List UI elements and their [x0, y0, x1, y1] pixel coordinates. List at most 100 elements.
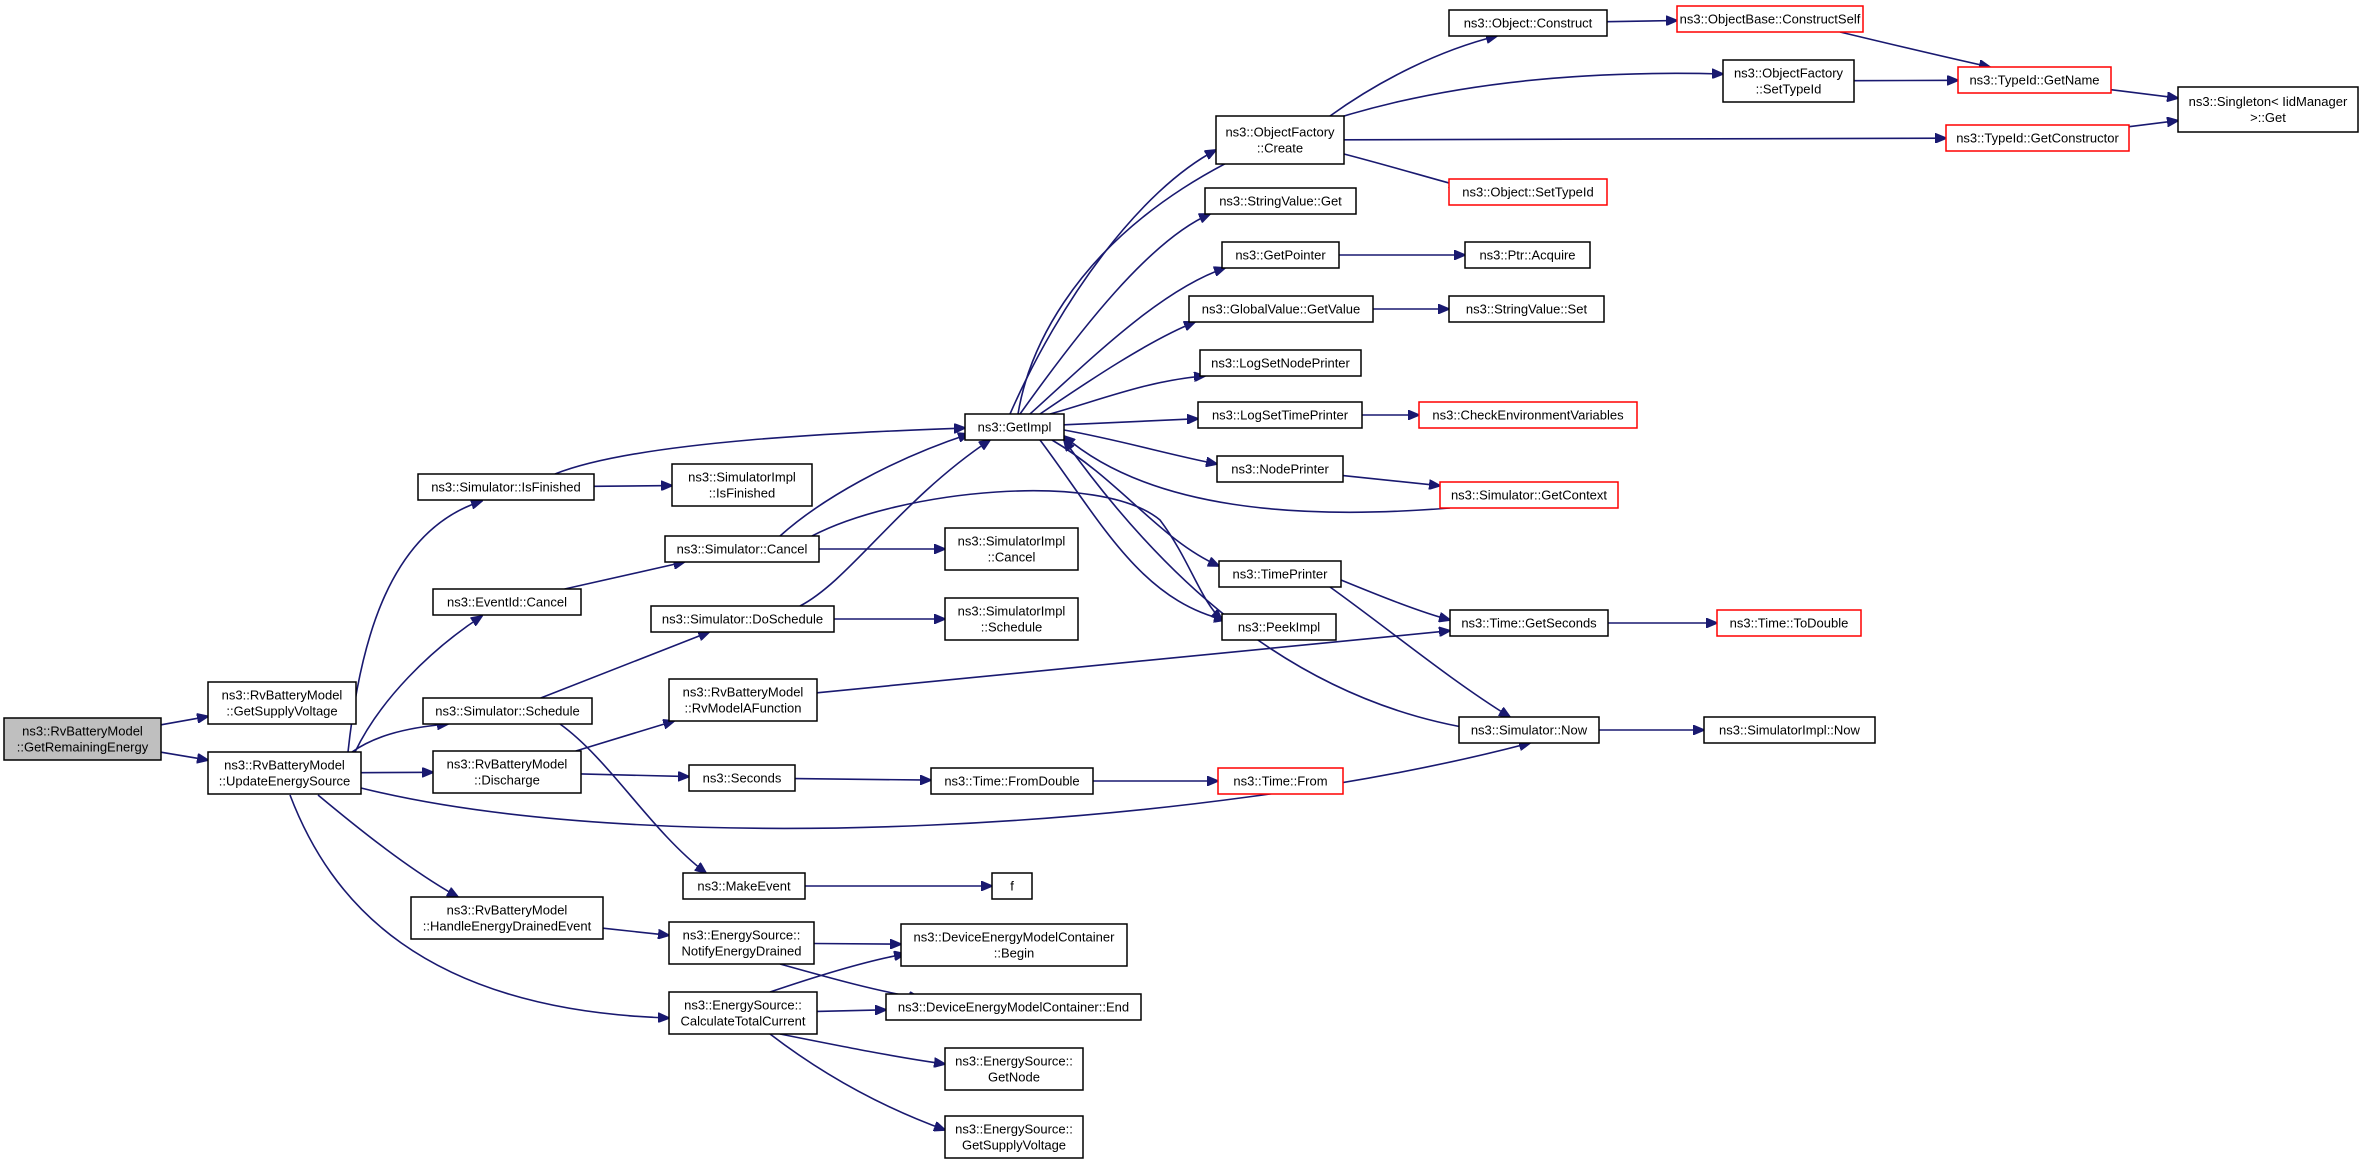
node-seconds[interactable]: ns3::Seconds: [688, 764, 796, 792]
node-box: [664, 535, 820, 563]
node-es_getnode[interactable]: ns3::EnergySource::GetNode: [944, 1047, 1084, 1091]
node-sim_isfinished[interactable]: ns3::Simulator::IsFinished: [417, 473, 595, 501]
node-obj_settypeid[interactable]: ns3::Object::SetTypeId: [1448, 178, 1608, 206]
node-label-line: ::Schedule: [981, 620, 1042, 635]
node-checkenvvars[interactable]: ns3::CheckEnvironmentVariables: [1418, 401, 1638, 429]
node-label-line: ns3::DeviceEnergyModelContainer::End: [898, 1000, 1129, 1015]
node-logsetnodeprinter[interactable]: ns3::LogSetNodePrinter: [1199, 349, 1362, 377]
node-ptr_acquire[interactable]: ns3::Ptr::Acquire: [1464, 241, 1591, 269]
node-typeid_getconstructor[interactable]: ns3::TypeId::GetConstructor: [1945, 124, 2130, 152]
node-time_todouble[interactable]: ns3::Time::ToDouble: [1716, 609, 1862, 637]
node-simimpl_now[interactable]: ns3::SimulatorImpl::Now: [1703, 716, 1876, 744]
node-label-line: ns3::RvBatteryModel: [22, 724, 143, 739]
edge-getimpl-to-peekimpl: [1039, 439, 1225, 620]
edge-calctotalcurrent-to-demc_begin: [769, 954, 905, 993]
node-label-line: ns3::SimulatorImpl: [958, 604, 1066, 619]
edge-sim_schedule-to-makeevent: [559, 723, 706, 873]
node-time_fromdouble[interactable]: ns3::Time::FromDouble: [930, 767, 1094, 795]
node-label-line: ns3::LogSetNodePrinter: [1211, 356, 1350, 371]
node-objbase_constructself[interactable]: ns3::ObjectBase::ConstructSelf: [1676, 5, 1864, 33]
node-label-line: ns3::Simulator::GetContext: [1451, 488, 1607, 503]
node-discharge[interactable]: ns3::RvBatteryModel::Discharge: [432, 750, 582, 794]
edge-notifydrained-to-demc_begin: [813, 944, 901, 945]
node-label-line: >::Get: [2250, 110, 2286, 125]
node-stringvalue_set[interactable]: ns3::StringValue::Set: [1448, 295, 1605, 323]
node-label-line: ns3::Time::From: [1233, 774, 1327, 789]
node-label-line: ns3::CheckEnvironmentVariables: [1432, 408, 1624, 423]
node-box: [1197, 401, 1363, 429]
node-sim_cancel[interactable]: ns3::Simulator::Cancel: [664, 535, 820, 563]
edge-handledrained-to-notifydrained: [602, 927, 669, 935]
node-box: [885, 993, 1142, 1021]
node-sim_now[interactable]: ns3::Simulator::Now: [1458, 716, 1600, 744]
edge-calctotalcurrent-to-es_getnode: [779, 1033, 945, 1064]
node-objfactory_create[interactable]: ns3::ObjectFactory::Create: [1215, 115, 1345, 165]
node-getpointer[interactable]: ns3::GetPointer: [1221, 241, 1340, 269]
node-box: [1722, 59, 1855, 103]
node-label-line: ns3::EnergySource::: [683, 928, 801, 943]
node-calctotalcurrent[interactable]: ns3::EnergySource::CalculateTotalCurrent: [668, 991, 818, 1035]
node-label-line: CalculateTotalCurrent: [680, 1014, 805, 1029]
node-sim_getcontext[interactable]: ns3::Simulator::GetContext: [1439, 481, 1619, 509]
node-typeid_getname[interactable]: ns3::TypeId::GetName: [1957, 66, 2112, 94]
node-box: [207, 681, 357, 725]
edge-getimpl-to-nodeprinter: [1063, 429, 1217, 464]
node-getsupplyvoltage[interactable]: ns3::RvBatteryModel::GetSupplyVoltage: [207, 681, 357, 725]
node-logsettimeprinter[interactable]: ns3::LogSetTimePrinter: [1197, 401, 1363, 429]
node-box: [432, 588, 582, 616]
node-label-line: ns3::DeviceEnergyModelContainer: [914, 930, 1116, 945]
edge-objfactory_create-to-typeid_getconstructor: [1343, 138, 1946, 140]
node-notifydrained[interactable]: ns3::EnergySource::NotifyEnergyDrained: [668, 921, 815, 965]
node-es_getsupplyvoltage[interactable]: ns3::EnergySource::GetSupplyVoltage: [944, 1115, 1084, 1159]
node-f[interactable]: f: [991, 872, 1033, 900]
node-singleton_get[interactable]: ns3::Singleton< IidManager>::Get: [2177, 86, 2359, 133]
node-label-line: ::Begin: [994, 946, 1034, 961]
node-time_from[interactable]: ns3::Time::From: [1217, 767, 1344, 795]
edge-sim_schedule-to-sim_doschedule: [540, 632, 710, 699]
node-box: [1448, 9, 1608, 37]
edge-getimpl-to-logsettimeprinter: [1063, 419, 1198, 426]
node-root[interactable]: ns3::RvBatteryModel::GetRemainingEnergy: [3, 717, 162, 761]
node-time_getseconds[interactable]: ns3::Time::GetSeconds: [1449, 609, 1609, 637]
node-simimpl_cancel[interactable]: ns3::SimulatorImpl::Cancel: [944, 527, 1079, 571]
node-label-line: ns3::Time::ToDouble: [1730, 616, 1849, 631]
node-obj_construct[interactable]: ns3::Object::Construct: [1448, 9, 1608, 37]
node-box: [1218, 560, 1342, 588]
node-demc_end[interactable]: ns3::DeviceEnergyModelContainer::End: [885, 993, 1142, 1021]
edge-timeprinter-to-time_getseconds: [1340, 579, 1450, 620]
edge-updateenergysource-to-sim_schedule: [351, 724, 448, 753]
node-demc_begin[interactable]: ns3::DeviceEnergyModelContainer::Begin: [900, 923, 1128, 967]
node-objfactory_settypeid[interactable]: ns3::ObjectFactory::SetTypeId: [1722, 59, 1855, 103]
node-label-line: ns3::Simulator::Schedule: [435, 704, 580, 719]
node-simimpl_schedule[interactable]: ns3::SimulatorImpl::Schedule: [944, 597, 1079, 641]
edge-sim_isfinished-to-simimpl_isfinished: [593, 486, 672, 487]
node-stringvalue_get[interactable]: ns3::StringValue::Get: [1204, 187, 1357, 215]
node-label-line: ns3::MakeEvent: [697, 879, 791, 894]
node-eventid_cancel[interactable]: ns3::EventId::Cancel: [432, 588, 582, 616]
node-nodeprinter[interactable]: ns3::NodePrinter: [1216, 455, 1344, 483]
node-label-line: ::HandleEnergyDrainedEvent: [423, 919, 592, 934]
node-label-line: ns3::StringValue::Set: [1466, 302, 1588, 317]
node-box: [668, 991, 818, 1035]
node-box: [900, 923, 1128, 967]
node-timeprinter[interactable]: ns3::TimePrinter: [1218, 560, 1342, 588]
node-sim_schedule[interactable]: ns3::Simulator::Schedule: [422, 697, 593, 725]
node-box: [991, 872, 1033, 900]
edge-objfactory_create-to-obj_construct: [1329, 36, 1497, 117]
node-globalvalue_getvalue[interactable]: ns3::GlobalValue::GetValue: [1188, 295, 1374, 323]
node-simimpl_isfinished[interactable]: ns3::SimulatorImpl::IsFinished: [671, 463, 813, 507]
node-updateenergysource[interactable]: ns3::RvBatteryModel::UpdateEnergySource: [207, 751, 362, 795]
edge-getimpl-to-logsetnodeprinter: [1049, 376, 1205, 415]
node-handledrained[interactable]: ns3::RvBatteryModel::HandleEnergyDrained…: [410, 896, 604, 940]
node-peekimpl[interactable]: ns3::PeekImpl: [1221, 613, 1337, 641]
edge-timeprinter-to-sim_now: [1329, 586, 1510, 717]
edge-calctotalcurrent-to-es_getsupplyvoltage: [769, 1033, 945, 1130]
node-rvmodelafunction[interactable]: ns3::RvBatteryModel::RvModelAFunction: [668, 678, 818, 722]
node-box: [1448, 178, 1608, 206]
node-box: [964, 413, 1065, 441]
node-makeevent[interactable]: ns3::MakeEvent: [682, 872, 806, 900]
node-box: [1221, 613, 1337, 641]
node-getimpl[interactable]: ns3::GetImpl: [964, 413, 1065, 441]
node-sim_doschedule[interactable]: ns3::Simulator::DoSchedule: [650, 605, 835, 633]
node-box: [1703, 716, 1876, 744]
